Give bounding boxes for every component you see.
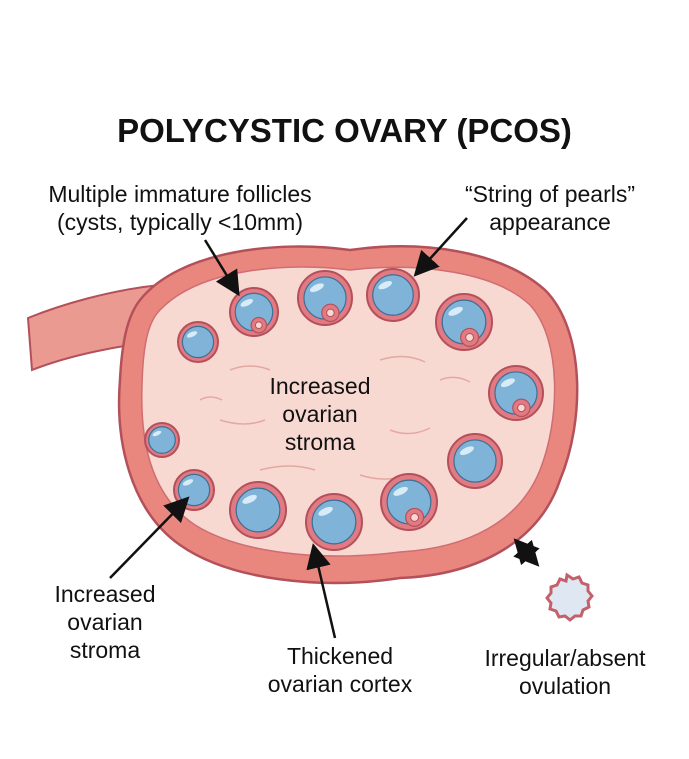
oocyte [326, 308, 335, 318]
follicle [144, 422, 180, 458]
follicle [447, 433, 503, 489]
corpus-luteum-icon [545, 572, 594, 622]
arrow-pearls [413, 217, 468, 277]
label-cortex-line1: Thickened [286, 643, 394, 669]
label-ovulation: Irregular/absent ovulation [460, 644, 670, 700]
follicles [144, 268, 544, 551]
follicle [177, 321, 219, 363]
label-center-stroma: Increased ovarian stroma [250, 372, 390, 456]
label-ovulation-line1: Irregular/absent [484, 645, 646, 671]
follicle [488, 365, 544, 421]
oocyte [410, 512, 420, 522]
label-center-stroma-line2: ovarian [282, 401, 358, 427]
label-stroma-line3: stroma [69, 637, 141, 663]
follicle [305, 493, 363, 551]
diagram-title: POLYCYSTIC OVARY (PCOS) [117, 112, 572, 149]
label-cortex: Thickened ovarian cortex [250, 642, 430, 698]
arrow-follicles [203, 239, 240, 297]
label-pearls: “String of pearls” appearance [440, 180, 660, 236]
follicle [173, 469, 215, 511]
label-pearls-line2: appearance [489, 209, 611, 235]
follicle [380, 473, 438, 531]
follicle [297, 270, 353, 326]
oocyte [517, 403, 526, 413]
arrow-cortex [306, 543, 337, 639]
label-follicles-line2: (cysts, typically <10mm) [56, 209, 303, 235]
label-stroma: Increased ovarian stroma [30, 580, 180, 664]
label-center-stroma-line1: Increased [269, 373, 371, 399]
follicle [366, 268, 420, 322]
label-center-stroma-line3: stroma [284, 429, 356, 455]
follicle [229, 287, 279, 337]
arrow-stroma [109, 496, 190, 579]
oocyte [254, 321, 263, 330]
label-pearls-line1: “String of pearls” [464, 181, 635, 207]
label-stroma-line1: Increased [54, 581, 156, 607]
label-stroma-line2: ovarian [67, 609, 143, 635]
follicle [435, 293, 493, 351]
arrow-ovulation [513, 538, 540, 567]
label-cortex-line2: ovarian cortex [267, 671, 413, 697]
label-follicles: Multiple immature follicles (cysts, typi… [20, 180, 340, 236]
arrows [109, 217, 540, 639]
oocyte [465, 332, 475, 342]
follicle [229, 481, 287, 539]
label-follicles-line1: Multiple immature follicles [48, 181, 312, 207]
label-ovulation-line2: ovulation [518, 673, 612, 699]
